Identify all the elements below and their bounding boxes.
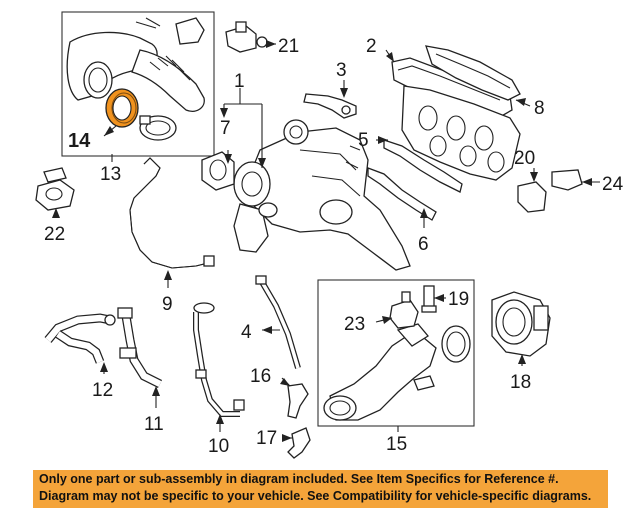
disclaimer-line-1: Only one part or sub-assembly in diagram… [39,472,559,486]
turbocharger-part-1 [233,119,411,271]
outlet-pipe-part-15 [323,323,471,421]
callout-18: 18 [510,372,531,393]
callout-4: 4 [241,322,252,343]
callout-22: 22 [44,224,65,245]
bracket-part-16 [287,383,309,419]
cap-part-22 [35,167,75,211]
intake-hose-part [66,17,205,112]
callout-23: 23 [344,314,365,335]
pipe-part-10 [193,302,245,417]
bracket-part-3 [303,93,357,119]
callout-15: 15 [386,434,407,455]
callout-12: 12 [92,380,113,401]
outlet-group-box [317,279,475,427]
bracket-part-17 [287,427,311,459]
bracket-part-24 [551,169,583,191]
callout-17: 17 [256,428,277,449]
sensor-part-23 [389,291,419,329]
callout-6: 6 [418,234,429,255]
callout-11: 11 [144,414,164,435]
callout-13: 13 [100,164,121,185]
callout-5: 5 [358,130,369,151]
actuator-part-7 [201,151,235,191]
callout-14: 14 [68,130,91,152]
callout-2: 2 [366,36,377,57]
callout-19: 19 [448,289,469,310]
throttle-body-part-18 [491,291,551,357]
intake-hose-group-box [61,11,215,157]
seal-ring-highlighted-part [105,88,139,128]
gasket-strip-part-6 [367,167,437,221]
sensor-part-19 [421,285,437,313]
callout-10: 10 [208,436,229,457]
disclaimer-line-2: Diagram may not be specific to your vehi… [39,489,592,503]
callout-9: 9 [162,294,173,315]
hose-part-12 [44,313,116,364]
callout-8: 8 [534,98,545,119]
manifold-gasket-part [401,85,521,181]
parts-diagram: 1 2 3 4 5 6 7 8 9 10 11 12 13 14 15 16 1… [35,11,624,459]
disclaimer-banner: Only one part or sub-assembly in diagram… [33,470,608,508]
gasket-strip-part-5 [383,139,463,193]
callout-3: 3 [336,60,347,81]
callout-20: 20 [514,148,535,169]
hose-clamp-part [139,115,177,141]
callout-1: 1 [234,71,245,92]
hose-part-11 [117,307,163,389]
sensor-part-20 [517,181,547,213]
callout-7: 7 [220,118,231,139]
sensor-part-21 [225,21,268,53]
heat-shield-part-8 [425,45,521,101]
bracket-rod-part-4 [255,275,301,369]
tube-part-9 [129,157,215,269]
leader-arrowheads [52,40,592,442]
callout-16: 16 [250,366,271,387]
callout-24: 24 [602,174,624,195]
callout-21: 21 [278,36,299,57]
